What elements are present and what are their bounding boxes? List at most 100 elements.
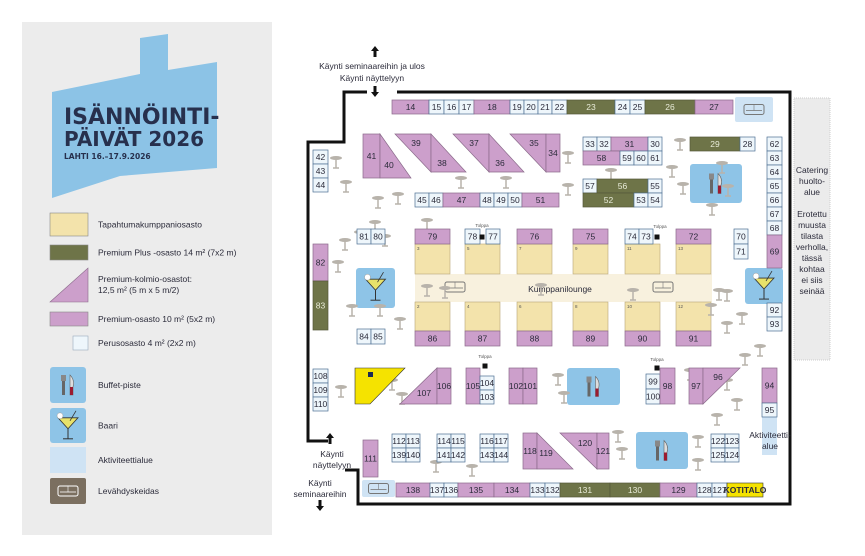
- booth-130[interactable]: 130: [609, 482, 661, 498]
- booth-76[interactable]: 76: [516, 228, 553, 245]
- booth-96[interactable]: 96: [702, 367, 741, 405]
- partner-booth[interactable]: 12: [675, 301, 712, 332]
- booth-123[interactable]: 123: [724, 433, 739, 449]
- booth-69[interactable]: 69: [766, 234, 783, 269]
- booth-26[interactable]: 26: [644, 99, 696, 115]
- booth-73[interactable]: 73: [638, 228, 654, 245]
- booth-56[interactable]: 56: [596, 178, 649, 194]
- booth-74[interactable]: 74: [624, 228, 640, 245]
- booth-58[interactable]: 58: [582, 150, 621, 166]
- booth-28[interactable]: 28: [739, 136, 756, 152]
- booth-34[interactable]: 34: [545, 133, 561, 173]
- booth-25[interactable]: 25: [629, 99, 646, 115]
- booth-38[interactable]: 38: [430, 133, 467, 173]
- booth-30[interactable]: 30: [647, 136, 663, 152]
- booth-61[interactable]: 61: [647, 150, 663, 166]
- booth-70[interactable]: 70: [733, 228, 749, 245]
- booth-85[interactable]: 85: [370, 328, 386, 345]
- booth-134[interactable]: 134: [493, 482, 531, 498]
- booth-87[interactable]: 87: [464, 330, 501, 347]
- partner-booth[interactable]: 11: [624, 243, 661, 275]
- booth-124[interactable]: 124: [724, 447, 739, 463]
- booth-24[interactable]: 24: [614, 99, 631, 115]
- booth-51[interactable]: 51: [521, 192, 560, 208]
- booth-102[interactable]: 102: [508, 367, 523, 405]
- booth-14[interactable]: 14: [391, 99, 430, 115]
- booth-100[interactable]: 100: [645, 388, 660, 405]
- booth-33[interactable]: 33: [582, 136, 598, 152]
- booth-107[interactable]: 107: [399, 367, 438, 405]
- booth-21[interactable]: 21: [537, 99, 553, 115]
- booth-64[interactable]: 64: [766, 164, 783, 180]
- booth-141[interactable]: 141: [436, 447, 451, 463]
- booth-83[interactable]: 83: [312, 280, 329, 331]
- booth-90[interactable]: 90: [624, 330, 661, 347]
- booth-106[interactable]: 106: [436, 367, 451, 405]
- booth-79[interactable]: 79: [414, 228, 451, 245]
- booth-62[interactable]: 62: [766, 136, 783, 152]
- booth-118[interactable]: 118: [522, 432, 538, 470]
- booth-119[interactable]: 119: [536, 432, 574, 470]
- booth-84[interactable]: 84: [356, 328, 372, 345]
- booth-46[interactable]: 46: [428, 192, 444, 208]
- booth-86[interactable]: 86: [414, 330, 451, 347]
- booth-22[interactable]: 22: [551, 99, 568, 115]
- booth-78[interactable]: 78: [464, 228, 481, 245]
- booth-88[interactable]: 88: [516, 330, 553, 347]
- partner-booth[interactable]: 13: [675, 243, 712, 275]
- booth-80[interactable]: 80: [370, 228, 386, 245]
- booth-67[interactable]: 67: [766, 206, 783, 222]
- booth-31[interactable]: 31: [610, 136, 649, 152]
- booth-121[interactable]: 121: [596, 432, 610, 470]
- booth-75[interactable]: 75: [572, 228, 609, 245]
- booth-50[interactable]: 50: [507, 192, 523, 208]
- booth-111[interactable]: 111: [362, 439, 379, 478]
- booth-18[interactable]: 18: [473, 99, 511, 115]
- booth-116[interactable]: 116: [479, 433, 495, 449]
- partner-booth[interactable]: 10: [624, 301, 661, 332]
- booth-44[interactable]: 44: [312, 177, 329, 193]
- booth-117[interactable]: 117: [493, 433, 509, 449]
- booth-143[interactable]: 143: [479, 447, 494, 463]
- booth-122[interactable]: 122: [710, 433, 725, 449]
- booth-136[interactable]: 136: [443, 482, 458, 498]
- booth-63[interactable]: 63: [766, 150, 783, 166]
- booth-15[interactable]: 15: [428, 99, 445, 115]
- booth-23[interactable]: 23: [566, 99, 616, 115]
- partner-booth[interactable]: 3: [414, 243, 451, 275]
- booth-36[interactable]: 36: [488, 133, 525, 173]
- booth-54[interactable]: 54: [647, 192, 663, 208]
- sponsor-booth-kotitalo[interactable]: KOTITALO: [724, 482, 767, 498]
- booth-27[interactable]: 27: [694, 99, 734, 115]
- booth-137[interactable]: 137: [429, 482, 444, 498]
- booth-19[interactable]: 19: [509, 99, 525, 115]
- partner-booth[interactable]: 9: [572, 243, 609, 275]
- booth-108[interactable]: 108: [312, 368, 329, 384]
- booth-142[interactable]: 142: [450, 447, 465, 463]
- booth-98[interactable]: 98: [659, 367, 676, 405]
- booth-144[interactable]: 144: [493, 447, 508, 463]
- booth-93[interactable]: 93: [766, 316, 783, 332]
- booth-66[interactable]: 66: [766, 192, 783, 208]
- booth-99[interactable]: 99: [645, 373, 661, 390]
- booth-40[interactable]: 40: [379, 132, 412, 179]
- booth-125[interactable]: 125: [710, 447, 725, 463]
- booth-49[interactable]: 49: [493, 192, 509, 208]
- booth-65[interactable]: 65: [766, 178, 783, 194]
- booth-114[interactable]: 114: [436, 433, 452, 449]
- booth-131[interactable]: 131: [559, 482, 611, 498]
- booth-52[interactable]: 52: [582, 192, 635, 208]
- booth-71[interactable]: 71: [733, 243, 749, 260]
- booth-59[interactable]: 59: [619, 150, 635, 166]
- booth-132[interactable]: 132: [544, 482, 561, 498]
- booth-82[interactable]: 82: [312, 243, 329, 282]
- booth-32[interactable]: 32: [596, 136, 612, 152]
- partner-booth[interactable]: 4: [464, 301, 501, 332]
- booth-94[interactable]: 94: [761, 367, 778, 404]
- booth-133[interactable]: 133: [529, 482, 546, 498]
- booth-139[interactable]: 139: [391, 447, 406, 463]
- booth-41[interactable]: 41: [362, 133, 381, 179]
- booth-72[interactable]: 72: [675, 228, 712, 245]
- partner-booth[interactable]: 7: [516, 243, 553, 275]
- booth-89[interactable]: 89: [572, 330, 609, 347]
